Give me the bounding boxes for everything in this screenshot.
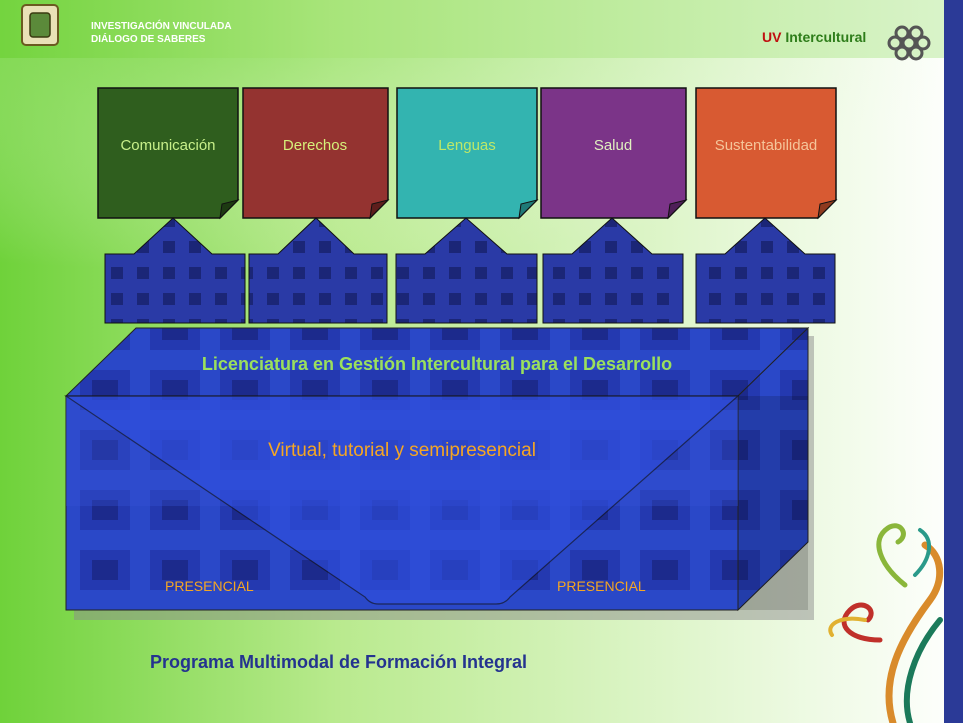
decorative-vine [828, 523, 944, 723]
header-line-1: INVESTIGACIÓN VINCULADA [91, 21, 232, 32]
up-arrow-1 [104, 217, 246, 324]
header-line-2: DIÁLOGO DE SABERES [91, 34, 206, 45]
area-label-lenguas: Lenguas [438, 137, 496, 154]
up-arrow-3 [395, 217, 538, 324]
virtual-funnel [64, 395, 740, 605]
up-arrow-4 [542, 217, 684, 324]
area-label-sustentabilidad: Sustentabilidad [714, 137, 818, 154]
university-crest-icon [21, 4, 59, 46]
brand-rest: Intercultural [781, 29, 867, 45]
area-label-derechos: Derechos [282, 137, 348, 154]
area-box-salud [540, 87, 688, 220]
area-label-salud: Salud [593, 137, 633, 154]
footer-title: Programa Multimodal de Formación Integra… [150, 652, 528, 672]
right-edge-stripe [944, 0, 963, 723]
licenciatura-title: Licenciatura en Gestión Intercultural pa… [201, 354, 673, 374]
area-box-derechos [242, 87, 390, 220]
area-box-comunicacion [97, 87, 240, 220]
brand-label: UV Intercultural [762, 29, 866, 45]
virtual-label: Virtual, tutorial y semipresencial [268, 440, 536, 461]
knot-logo-icon [887, 25, 931, 61]
area-label-comunicacion: Comunicación [120, 137, 216, 154]
brand-uv: UV [762, 29, 782, 45]
up-arrow-2 [248, 217, 388, 324]
area-box-sustentabilidad [695, 87, 838, 220]
presencial-right-label: PRESENCIAL [557, 578, 646, 594]
up-arrow-5 [695, 217, 836, 324]
presencial-left-label: PRESENCIAL [165, 578, 254, 594]
area-box-lenguas [396, 87, 539, 220]
